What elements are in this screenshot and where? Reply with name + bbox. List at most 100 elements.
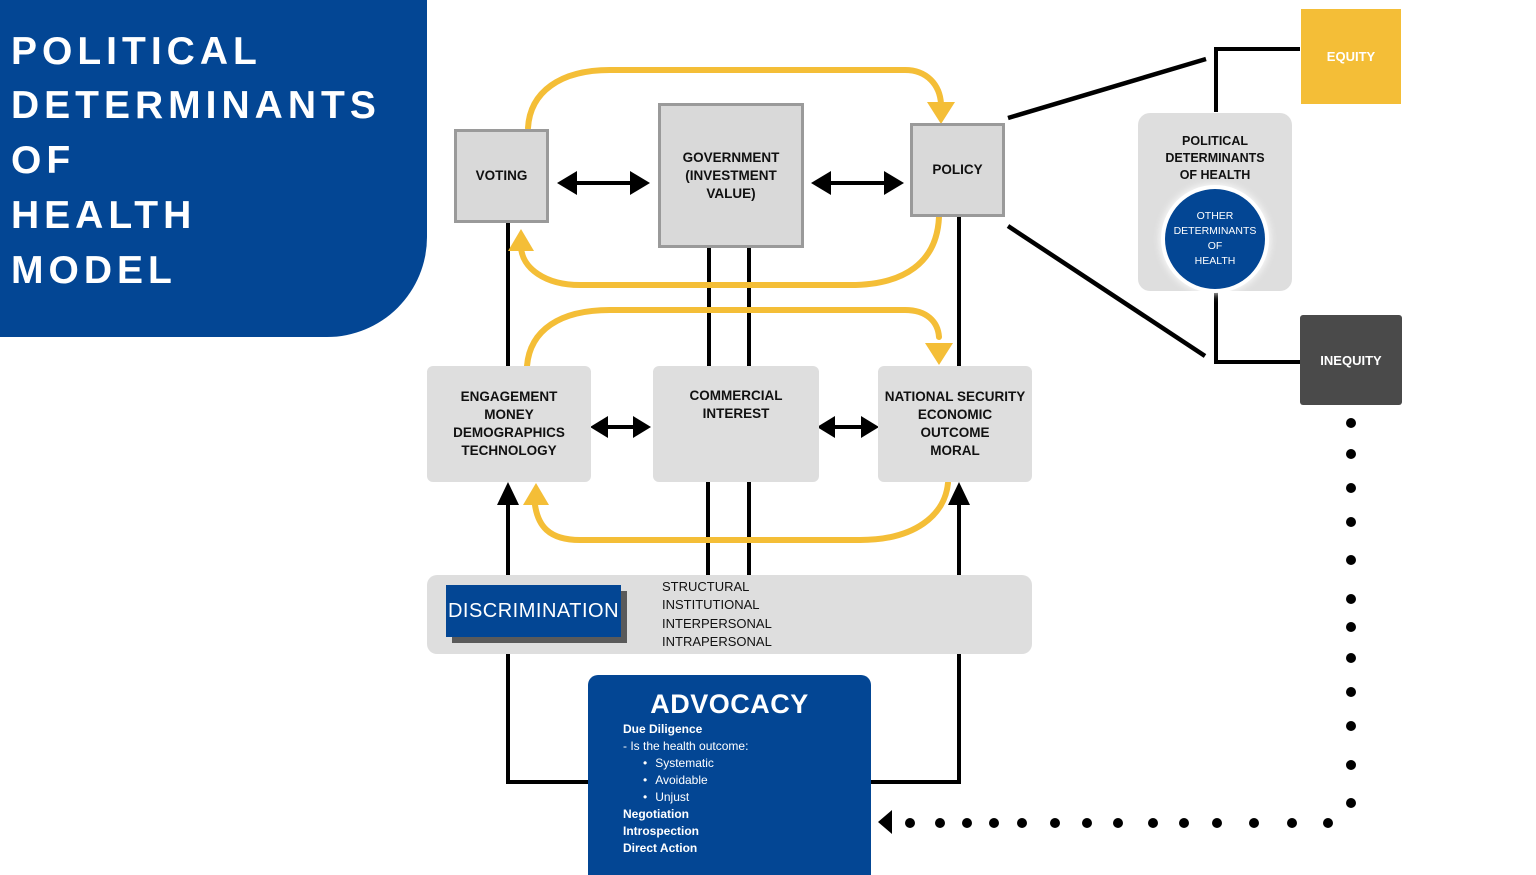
dotted-path-dot <box>1346 418 1356 428</box>
engagement-side-arrowhead <box>590 416 608 438</box>
dotted-path-dot <box>1346 798 1356 808</box>
commercial-arrowhead-right <box>817 416 835 438</box>
advocacy-criterion: Systematic <box>643 755 748 772</box>
engagement-label-line-1: ENGAGEMENT <box>460 389 558 404</box>
advocacy-criterion: Avoidable <box>643 772 748 789</box>
dotted-path-dot <box>1249 818 1259 828</box>
engagement-label-line-4: TECHNOLOGY <box>461 443 557 458</box>
dotted-path-dot <box>1346 483 1356 493</box>
dotted-path-dot <box>1179 818 1189 828</box>
advocacy-introspection: Introspection <box>623 824 700 838</box>
dotted-path-dot <box>1113 818 1123 828</box>
pdh-title: POLITICAL DETERMINANTS OF HEALTH <box>1138 133 1292 184</box>
top-loop-arrowhead <box>927 102 955 124</box>
odh-line-4: HEALTH <box>1194 255 1236 267</box>
political-determinants-card: POLITICAL DETERMINANTS OF HEALTH OTHER D… <box>1138 113 1292 291</box>
voting-label: VOTING <box>475 168 528 183</box>
government-label-line-3: VALUE) <box>706 185 756 201</box>
advocacy-due-diligence: Due Diligence <box>623 722 703 736</box>
advocacy-title: ADVOCACY <box>650 689 809 719</box>
title-line-3: OF <box>11 139 76 182</box>
pdh-equity-line <box>1214 47 1300 112</box>
commercial-label-line-1: COMMERCIAL <box>689 388 783 403</box>
top-loop-lower <box>518 214 942 288</box>
title-line-5: MODEL <box>11 249 177 292</box>
middle-loop-arrowhead <box>925 343 953 365</box>
engagement-label-line-3: DEMOGRAPHICS <box>453 425 565 440</box>
advocacy-box: ADVOCACY Due Diligence - Is the health o… <box>588 675 871 875</box>
discrimination-type: STRUCTURAL <box>662 579 750 594</box>
odh-line-1: OTHER <box>1196 210 1234 222</box>
national-label-line-2: ECONOMIC <box>917 407 993 422</box>
title-panel: POLITICAL DETERMINANTS OF HEALTH MODEL <box>0 0 427 337</box>
government-arrowhead-right <box>811 171 831 195</box>
top-loop-upper <box>525 67 944 131</box>
title-line-2: DETERMINANTS <box>11 84 381 127</box>
advocacy-criteria-list: Systematic Avoidable Unjust <box>623 755 748 806</box>
dotted-path-dot <box>1346 517 1356 527</box>
dotted-path-dot <box>1346 555 1356 565</box>
middle-loop-return-arrowhead <box>523 483 549 505</box>
commercial-interest-box: COMMERCIAL INTEREST <box>653 366 819 482</box>
government-label-line-1: GOVERNMENT <box>682 149 780 165</box>
dotted-path-dot <box>1050 818 1060 828</box>
discrimination-types: STRUCTURAL INSTITUTIONAL INTERPERSONAL I… <box>662 578 772 651</box>
dotted-path-dot <box>1346 760 1356 770</box>
pdh-title-line-3: OF HEALTH <box>1179 168 1251 182</box>
advocacy-direct-action: Direct Action <box>623 841 698 855</box>
inequity-label: INEQUITY <box>1320 352 1382 368</box>
discrimination-type: INTERPERSONAL <box>662 615 772 631</box>
voting-box: VOTING <box>454 129 549 223</box>
commercial-arrowhead-left <box>633 416 651 438</box>
equity-box: EQUITY <box>1301 9 1401 104</box>
middle-loop-upper <box>524 307 942 369</box>
national-label-line-4: MORAL <box>930 443 980 458</box>
pdh-inequity-line <box>1214 291 1300 364</box>
dotted-path-dot <box>1323 818 1333 828</box>
advocacy-body: Due Diligence - Is the health outcome: S… <box>623 721 748 857</box>
national-label-line-3: OUTCOME <box>920 425 990 440</box>
middle-loop-lower <box>532 480 951 543</box>
title-line-1: POLITICAL <box>11 30 262 73</box>
pdh-title-line-2: DETERMINANTS <box>1165 151 1265 165</box>
inequity-advocacy-arrowhead <box>878 810 892 834</box>
government-arrowhead-left <box>630 171 650 195</box>
dotted-path-dot <box>935 818 945 828</box>
policy-label: POLICY <box>932 162 983 177</box>
policy-box: POLICY <box>910 123 1005 217</box>
odh-line-3: OF <box>1207 240 1223 252</box>
title-line-4: HEALTH <box>11 194 197 237</box>
national-side-arrowhead <box>861 416 879 438</box>
other-determinants-circle: OTHER DETERMINANTS OF HEALTH <box>1165 189 1265 289</box>
discrimination-label: DISCRIMINATION <box>446 585 621 637</box>
dotted-path-dot <box>1346 653 1356 663</box>
dotted-path-dot <box>989 818 999 828</box>
dotted-path-dot <box>1346 594 1356 604</box>
dotted-path-dot <box>1346 622 1356 632</box>
advocacy-right-line <box>870 650 961 784</box>
engagement-box: ENGAGEMENT MONEY DEMOGRAPHICS TECHNOLOGY <box>427 366 591 482</box>
dotted-path-dot <box>1346 449 1356 459</box>
dotted-path-dot <box>962 818 972 828</box>
dotted-path-dot <box>1212 818 1222 828</box>
dotted-path-dot <box>1148 818 1158 828</box>
equity-label: EQUITY <box>1326 49 1376 64</box>
dotted-path-dot <box>1346 687 1356 697</box>
dotted-path-dot <box>905 818 915 828</box>
advocacy-negotiation: Negotiation <box>623 807 689 821</box>
top-loop-return-arrowhead <box>508 229 534 251</box>
dotted-path-dot <box>1346 721 1356 731</box>
government-label-line-2: (INVESTMENT <box>685 167 777 183</box>
national-arrowhead <box>948 482 970 505</box>
odh-line-2: DETERMINANTS <box>1173 225 1257 237</box>
inequity-box: INEQUITY <box>1300 315 1402 405</box>
discrimination-type: INSTITUTIONAL <box>662 597 760 613</box>
policy-pdh-upper-line <box>1007 56 1207 121</box>
engagement-arrowhead <box>497 482 519 505</box>
national-security-box: NATIONAL SECURITY ECONOMIC OUTCOME MORAL <box>878 366 1032 482</box>
advocacy-left-line <box>506 650 590 784</box>
advocacy-criterion: Unjust <box>643 789 748 806</box>
discrimination-type: INTRAPERSONAL <box>662 633 772 649</box>
voting-arrowhead <box>557 171 577 195</box>
